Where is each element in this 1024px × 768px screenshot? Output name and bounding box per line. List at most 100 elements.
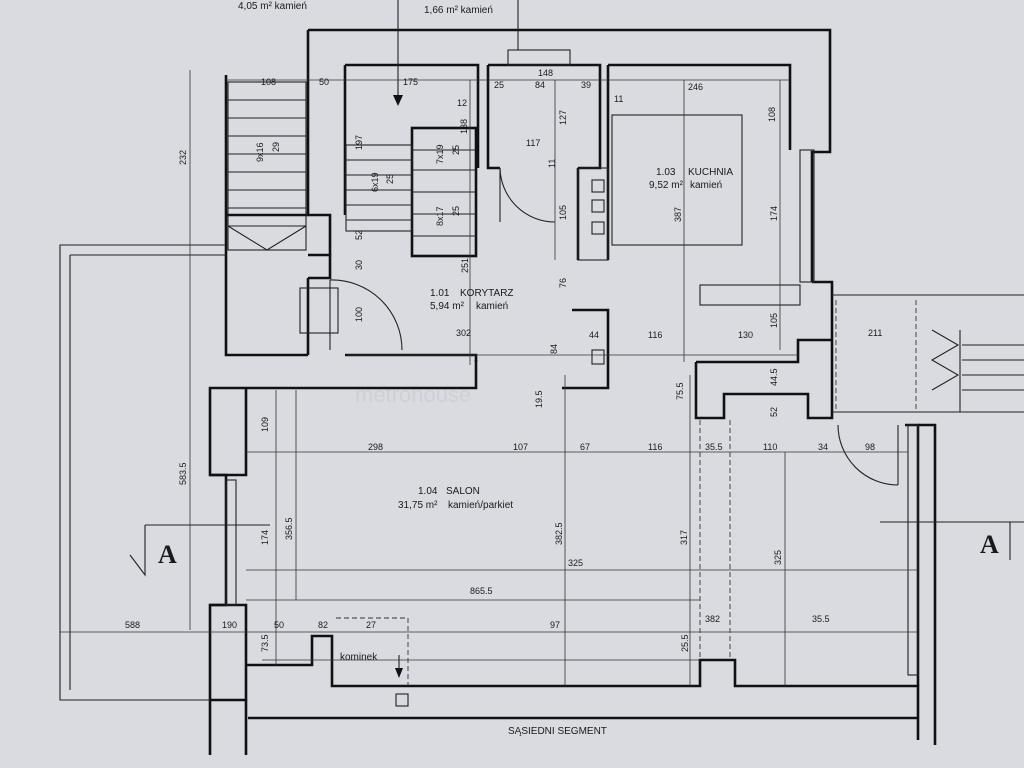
dimension-label: 39 [581,80,591,90]
room-floor: kamień [476,301,508,312]
dimension-label: 107 [513,442,528,452]
dimension-label: 25.5 [680,634,690,652]
dimension-label: 116 [648,330,662,340]
dimension-label: 30 [354,260,364,270]
dimension-label: 130 [738,330,753,340]
room-number: 1.01 [430,288,450,299]
room-number: 1.03 [656,167,676,178]
dimension-label: 317 [679,530,689,545]
section-marker-left: A [129,524,270,577]
dimension-label: 117 [526,138,540,148]
dimension-label: 356.5 [284,517,294,540]
dimension-label: 108 [767,107,777,122]
dimension-label: 19.5 [534,390,544,408]
dimension-label: 588 [125,620,140,630]
dimension-label: 98 [865,442,875,452]
neighbor-segment-label: SĄSIEDNI SEGMENT [508,726,607,737]
stair-label: 25 [385,174,395,184]
dimension-label: 67 [580,442,590,452]
room-name: KUCHNIA [688,167,733,178]
dimension-label: 298 [368,442,383,452]
room-name: KORYTARZ [460,288,514,299]
dimension-labels-vertical: 138 127 108 197 11 105 387 174 52 30 251… [178,107,783,652]
dimension-label: 11 [547,159,557,168]
dimension-label: 52 [769,407,779,417]
dimension-label: 174 [769,206,779,221]
dimension-label: 27 [366,620,376,630]
dimension-label: 105 [769,313,779,328]
stair-label: 25 [451,145,461,155]
dimension-label: 382.5 [554,522,564,545]
dimension-label: 175 [403,77,418,87]
dimension-label: 50 [274,620,284,630]
dimension-label: 110 [763,442,777,452]
dimension-label: 325 [773,550,783,565]
dimension-label: 100 [354,307,364,322]
dimension-label: 84 [549,344,559,354]
dimension-label: 105 [558,205,568,220]
dimension-label: 325 [568,558,583,568]
stair-labels: 9x16 29 6x19 25 7x19 25 8x17 25 [255,142,461,226]
dimension-label: 97 [550,620,560,630]
dimension-label: 382 [705,614,720,624]
stair-label: 7x19 [435,144,445,164]
dimension-label: 50 [319,77,329,87]
stair-label: 8x17 [435,206,445,226]
dimension-label: 197 [354,135,364,150]
arrow-head [393,95,403,106]
top-label-area-1: 4,05 m² kamień [238,1,307,12]
room-area: 31,75 m² [398,500,438,511]
dimension-label: 44 [589,330,599,340]
dimension-label: 76 [558,278,568,288]
room-floor: kamień/parkiet [448,500,513,511]
dimension-label: 73.5 [260,634,270,652]
dimension-label: 302 [456,328,471,338]
dimension-label: 174 [260,530,270,545]
dimension-label: 12 [457,98,467,108]
dimension-label: 387 [673,207,683,222]
dimension-labels: 108 50 175 148 25 84 39 12 246 11 117 30… [125,68,882,630]
dimension-label: 116 [648,442,662,452]
stairs [227,81,1024,391]
stair-label: 6x19 [370,172,380,192]
dimension-label: 75.5 [675,382,685,400]
dimension-label: 246 [688,82,703,92]
dimension-label: 138 [459,119,469,134]
fireplace-arrow-icon [395,668,403,678]
stair-label: 9x16 [255,142,265,162]
dimension-label: 251 [460,258,470,273]
stair-label: 29 [271,142,281,152]
dimension-label: 108 [261,77,276,87]
dimension-label: 583.5 [178,462,188,485]
room-area: 9,52 m² [649,180,684,191]
room-area: 5,94 m² [430,301,465,312]
kitchen-fixtures [225,49,919,707]
dimension-label: 11 [614,94,623,104]
section-marker-right-label: A [980,530,999,559]
dimension-label: 127 [558,110,568,125]
dimension-label: 34 [818,442,828,452]
room-label-salon: 1.04 SALON 31,75 m² kamień/parkiet [398,486,513,511]
room-label-kuchnia: 1.03 KUCHNIA 9,52 m² kamień [649,167,733,191]
dimension-label: 84 [535,80,545,90]
dimension-label: 109 [260,417,270,432]
room-label-korytarz: 1.01 KORYTARZ 5,94 m² kamień [430,288,514,312]
fireplace-label: kominek [340,652,378,663]
section-marker-right: A [880,521,1024,560]
stair-label: 25 [451,206,461,216]
top-label-area-2: 1,66 m² kamień [424,5,493,16]
dimension-label: 190 [222,620,237,630]
dimension-label: 865.5 [470,586,493,596]
room-floor: kamień [690,180,722,191]
dimension-label: 44.5 [769,368,779,386]
dimension-label: 211 [868,328,882,338]
section-marker-left-label: A [158,540,177,569]
dimension-label: 35.5 [705,442,723,452]
room-number: 1.04 [418,486,438,497]
dimension-label: 148 [538,68,553,78]
dimension-label: 52 [354,230,364,240]
fireplace-vent [395,693,409,707]
watermark: metrohouse [355,382,471,407]
